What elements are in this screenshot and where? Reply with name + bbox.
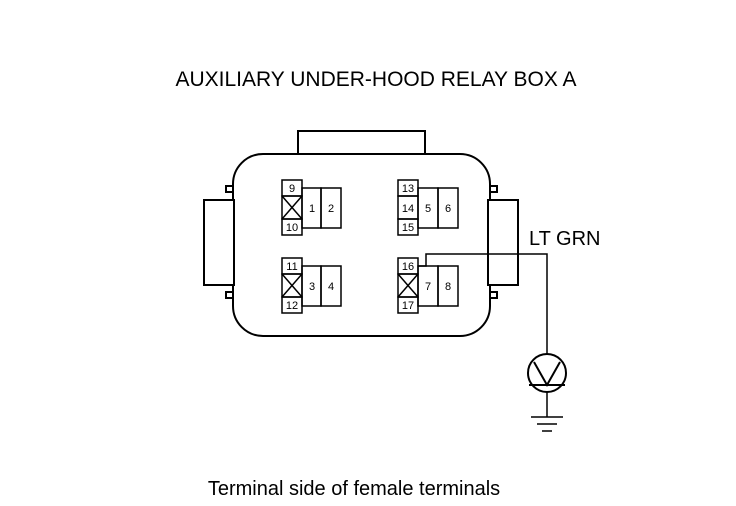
voltmeter-icon bbox=[527, 353, 567, 417]
terminal-label: 7 bbox=[425, 281, 431, 293]
terminal-group-1 bbox=[281, 179, 342, 236]
terminal-label: 14 bbox=[402, 203, 414, 215]
footer-caption: Terminal side of female terminals bbox=[207, 478, 501, 500]
terminal-label: 11 bbox=[286, 261, 297, 273]
diagram-title: AUXILIARY UNDER-HOOD RELAY BOX A bbox=[175, 68, 577, 91]
terminal-label: 1 bbox=[309, 203, 315, 215]
terminal-label: 6 bbox=[445, 203, 451, 215]
test-wire bbox=[418, 253, 548, 355]
terminal-label: 3 bbox=[309, 281, 315, 293]
terminal-label: 9 bbox=[289, 183, 295, 195]
terminal-label: 8 bbox=[445, 281, 451, 293]
terminal-group-3 bbox=[281, 257, 342, 314]
terminal-label: 10 bbox=[286, 222, 298, 234]
terminal-label: 13 bbox=[402, 183, 414, 195]
terminal-label: 2 bbox=[328, 203, 334, 215]
terminal-label: 15 bbox=[402, 222, 414, 234]
terminal-label: 4 bbox=[328, 281, 334, 293]
terminal-label: 16 bbox=[402, 261, 414, 273]
terminal-label: 12 bbox=[286, 300, 298, 312]
wire-color-label: LT GRN bbox=[529, 228, 601, 250]
ground-icon bbox=[531, 416, 563, 432]
terminal-label: 5 bbox=[425, 203, 431, 215]
terminal-label: 17 bbox=[402, 300, 414, 312]
relay-box-housing bbox=[203, 130, 519, 337]
terminal-group-2 bbox=[397, 179, 459, 236]
